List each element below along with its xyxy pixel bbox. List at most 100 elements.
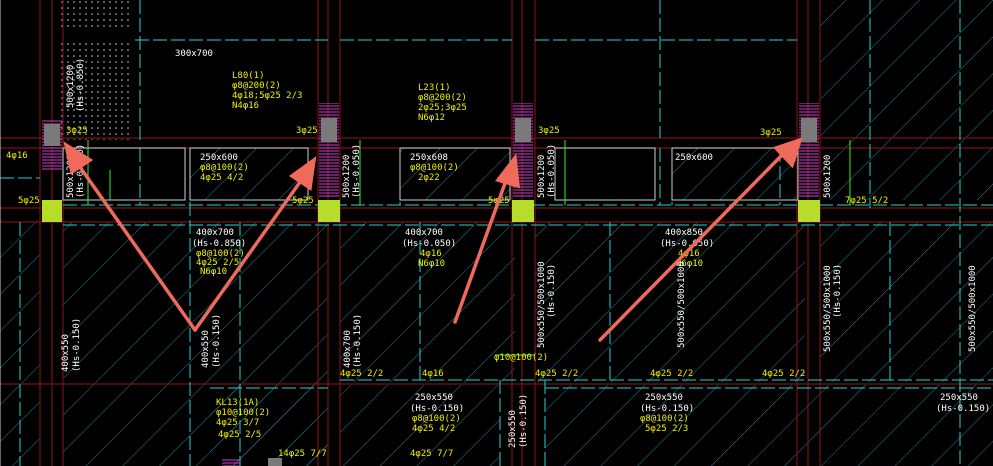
label-kl13b: 4φ25 3/7 bbox=[216, 418, 259, 428]
label-l80-b: 4φ18;5φ25 2/3 bbox=[232, 91, 302, 101]
arrow-3 bbox=[453, 153, 521, 324]
label-col-right-h: (Hs-0.050) bbox=[547, 144, 557, 198]
column-2 bbox=[319, 103, 339, 198]
label-b400x700-1h: (Hs-0.850) bbox=[192, 239, 246, 249]
label-col-right: 500x1200 bbox=[537, 155, 547, 198]
dotted-top bbox=[60, 0, 130, 28]
label-l80: L80(1) bbox=[232, 71, 265, 81]
slab-upper-4 bbox=[820, 0, 993, 200]
label-col-left-h: (Hs-0.850) bbox=[76, 58, 86, 112]
dotted-pit bbox=[60, 40, 132, 140]
label-b250x550-1h: (Hs-0.150) bbox=[410, 404, 464, 414]
tag-4016-1: 4φ16 bbox=[6, 151, 28, 161]
label-kl13: KL13(1A) bbox=[216, 398, 259, 408]
label-b500x550: 500x550/500x1000 bbox=[537, 261, 547, 348]
arrow-2 bbox=[193, 156, 317, 332]
label-b250x608: 250x608 bbox=[410, 153, 448, 163]
label-b250x550-2b: 5φ25 2/3 bbox=[645, 424, 688, 434]
column-3-core bbox=[515, 118, 531, 142]
tag-bottom-1: 4φ25 2/5 bbox=[218, 430, 261, 440]
label-b400x850: 400x850 bbox=[665, 228, 703, 238]
tag-5025-1: 5φ25 bbox=[18, 196, 40, 206]
label-b400x700-1c: N6φ10 bbox=[200, 267, 227, 277]
footing-2 bbox=[318, 200, 340, 222]
tag-1612: φ10@100(2) bbox=[494, 353, 548, 363]
label-b500x550h: (Hs-0.150) bbox=[547, 264, 557, 318]
label-l80-a: φ8@200(2) bbox=[232, 81, 281, 91]
label-l23-c: N6φ12 bbox=[418, 113, 445, 123]
slab-upper-3 bbox=[672, 148, 798, 200]
column-1-core bbox=[44, 124, 60, 146]
tag-4025-3: 4φ25 2/2 bbox=[762, 369, 805, 379]
slab-4 bbox=[820, 222, 993, 382]
label-b400x700-2a: 4φ16 bbox=[420, 249, 442, 259]
label-b250x550-1a: φ8@100(2) bbox=[412, 414, 461, 424]
label-beam-top: 300x700 bbox=[175, 49, 213, 59]
tag-4025-4: 4φ25 2/2 bbox=[340, 369, 383, 379]
label-col-mid-h: (Hs-0.050) bbox=[352, 144, 362, 198]
slab-lower-2 bbox=[545, 385, 993, 466]
label-kl13a: φ10@100(2) bbox=[216, 408, 270, 418]
label-b250x550-2h: (Hs-0.150) bbox=[640, 404, 694, 414]
tag-4016-2: 4φ16 bbox=[422, 369, 444, 379]
label-l23-a: φ8@200(2) bbox=[418, 93, 467, 103]
label-b400x550-2: 400x550 bbox=[201, 330, 211, 368]
tag-3025-1: 3φ25 bbox=[66, 126, 88, 136]
label-b400x700-2b: N6φ10 bbox=[418, 259, 445, 269]
slab-lower-1 bbox=[340, 385, 500, 466]
label-b400x700-2: 400x700 bbox=[405, 228, 443, 238]
label-b400x850b: N6φ10 bbox=[676, 259, 703, 269]
label-l80-c: N4φ16 bbox=[232, 101, 259, 111]
label-b400x700-1a: φ8@100(2) bbox=[196, 249, 245, 259]
label-b250x550-3: 250x550 bbox=[940, 393, 978, 403]
label-b400x700-3h: (Hs-0.150) bbox=[353, 314, 363, 368]
tag-4025-1: 4φ25 2/2 bbox=[535, 369, 578, 379]
dimension-lines bbox=[87, 140, 851, 356]
slab-upper-1 bbox=[190, 148, 308, 200]
label-b400x700-3: 400x700 bbox=[343, 330, 353, 368]
label-b400x550-1: 400x550 bbox=[61, 334, 71, 372]
label-b250x550-1: 250x550 bbox=[415, 393, 453, 403]
column-2-core bbox=[321, 118, 337, 142]
label-b250x608b: 2φ22 bbox=[418, 173, 440, 183]
slab-3 bbox=[535, 222, 805, 382]
tag-bottom-3: 4φ25 7/7 bbox=[410, 449, 453, 459]
label-b250x550-vh: (Hs-0.150) bbox=[519, 394, 529, 448]
label-b250x600-1b: 4φ25 4/2 bbox=[200, 173, 243, 183]
label-b500x550-4: 500x550/500x1000 bbox=[968, 265, 978, 352]
label-l23: L23(1) bbox=[418, 83, 451, 93]
tag-3025-3: 3φ25 bbox=[538, 126, 560, 136]
footing-4 bbox=[798, 200, 820, 222]
outline-lines bbox=[0, 0, 799, 466]
arrow-1 bbox=[63, 141, 197, 332]
label-b250x600-1a: φ8@100(2) bbox=[200, 163, 249, 173]
label-b500x550-3h: (Hs-0.150) bbox=[833, 264, 843, 318]
label-b250x608a: φ8@100(2) bbox=[410, 163, 459, 173]
label-b400x550-2h: (Hs-0.150) bbox=[212, 314, 222, 368]
label-b250x550-3h: (Hs-0.150) bbox=[936, 404, 990, 414]
label-l23-b: 2φ25;3φ25 bbox=[418, 103, 467, 113]
label-b500x550-3: 500x550/500x1000 bbox=[823, 265, 833, 352]
label-b250x550-1b: 4φ25 4/2 bbox=[412, 424, 455, 434]
label-b400x700-1: 400x700 bbox=[196, 228, 234, 238]
label-b400x700-2h: (Hs-0.050) bbox=[402, 239, 456, 249]
label-col-mid: 500x1200 bbox=[342, 155, 352, 198]
label-col-left: 500x1200 bbox=[66, 65, 76, 108]
label-b250x600-1: 250x600 bbox=[200, 153, 238, 163]
label-b500x550-2: 500x550/500x1000 bbox=[677, 261, 687, 348]
tag-7025: 7φ25 5/2 bbox=[845, 196, 888, 206]
tag-5025-2: 5φ25 bbox=[292, 196, 314, 206]
label-b250x550-2: 250x550 bbox=[645, 393, 683, 403]
label-b400x550-1h: (Hs-0.150) bbox=[72, 318, 82, 372]
column-bottom-1 bbox=[222, 458, 240, 466]
column-4-core bbox=[801, 118, 817, 142]
annotation-arrows bbox=[63, 137, 803, 342]
label-b400x700-1b: 4φ25 2/5 bbox=[196, 258, 239, 268]
slab-upper-2 bbox=[400, 148, 510, 200]
footing-1 bbox=[42, 200, 62, 222]
tag-3025-4: 3φ25 bbox=[760, 128, 782, 138]
tag-bottom-2: 14φ25 7/7 bbox=[278, 449, 327, 459]
